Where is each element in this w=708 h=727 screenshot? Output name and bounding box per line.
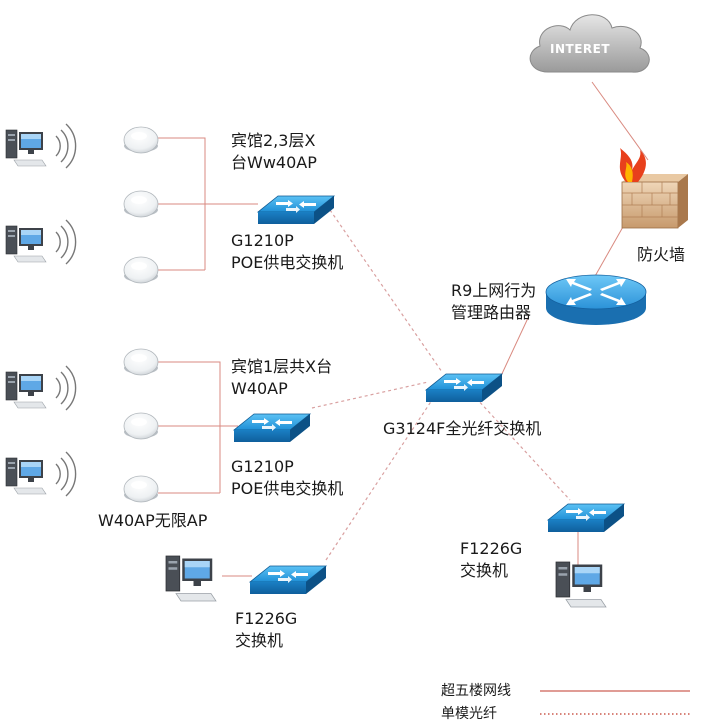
ap-icon [123, 412, 159, 440]
ap-icon [123, 126, 159, 154]
wireless-client-2 [5, 219, 77, 265]
pc-icon [5, 225, 47, 263]
ap-icon [123, 348, 159, 376]
poe-switch-top-icon [257, 195, 335, 225]
ap-group-mid-label-line1: 宾馆1层共X台 [231, 357, 333, 376]
wireless-client-3 [5, 365, 77, 411]
switch-bottom-left-icon [249, 565, 327, 595]
wifi-signal-icon [55, 123, 77, 169]
ap-group-mid-label-line2: W40AP [231, 379, 288, 398]
link-firewall-cloud [591, 81, 649, 161]
pc-icon-right [555, 561, 607, 608]
switch-right-icon [547, 503, 625, 533]
internet-label: INTERET [550, 42, 611, 56]
ap-icon [123, 190, 159, 218]
poe-switch-top-label-line1: G1210P [231, 231, 294, 250]
poe-switch-mid-icon [233, 413, 311, 443]
ap-group-top-label-line2: 台Ww40AP [231, 153, 317, 172]
fiber-core-poe-mid [311, 381, 429, 409]
link-ap-group-top [158, 137, 258, 271]
router-label-line2: 管理路由器 [451, 303, 532, 322]
pc-icon [5, 129, 47, 167]
switch-right-label-line1: F1226G [460, 539, 523, 558]
poe-switch-top-label-line2: POE供电交换机 [231, 253, 344, 272]
wireless-client-4 [5, 451, 77, 497]
pc-icon [5, 457, 47, 495]
pc-icon [5, 371, 47, 409]
wireless-client-1 [5, 123, 77, 169]
fiber-core-switch-right [475, 397, 571, 501]
switch-right-label-line2: 交换机 [460, 561, 509, 580]
poe-switch-mid-label-line1: G1210P [231, 457, 294, 476]
router-label-line1: R9上网行为 [451, 281, 537, 300]
link-router-core [499, 317, 529, 379]
poe-switch-mid-label-line2: POE供电交换机 [231, 479, 344, 498]
firewall-icon [619, 148, 688, 229]
fiber-links [311, 209, 571, 561]
wifi-signal-icon [55, 219, 77, 265]
pc-icon-bottom-left [165, 555, 217, 602]
router-icon [545, 274, 647, 325]
wifi-signal-icon [55, 451, 77, 497]
internet-cloud-icon [529, 14, 650, 73]
firewall-label: 防火墙 [637, 245, 686, 264]
ap-group-top-label-line1: 宾馆2,3层X [231, 131, 316, 150]
legend-label-fiber: 单模光纤 [441, 706, 497, 722]
switch-bottom-left-label-line1: F1226G [235, 609, 298, 628]
wifi-signal-icon [55, 365, 77, 411]
fiber-core-poe-top [329, 209, 443, 373]
ap-icon [123, 256, 159, 284]
core-switch-icon [425, 373, 503, 403]
ap-icon [123, 475, 159, 503]
core-switch-label: G3124F全光纤交换机 [383, 419, 542, 438]
ap-caption-label: W40AP无限AP [98, 511, 208, 530]
link-ap-group-mid [158, 361, 238, 494]
legend-label-copper: 超五楼网线 [441, 683, 511, 699]
switch-bottom-left-label-line2: 交换机 [235, 631, 284, 650]
